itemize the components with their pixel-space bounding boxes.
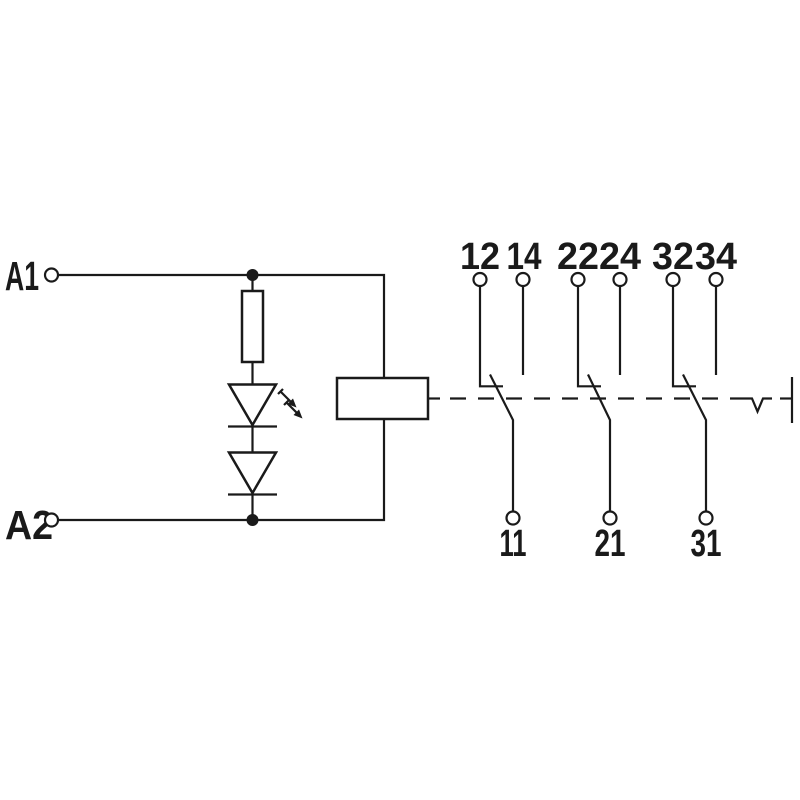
common-terminal-circle [602,510,618,526]
nc-contact-seat [671,286,696,388]
no-terminal-label: 24 [599,236,641,278]
nc-terminal-circle [665,271,681,288]
led-triangle [226,383,279,428]
relay-coil [335,376,440,421]
linkage-notch-icon [746,397,772,415]
no-terminal-circle [612,271,628,288]
contact-lever [587,374,612,511]
terminal-label-a1: A1 [5,253,39,299]
terminal-a2-circle [43,512,60,528]
common-terminal-circle [505,510,521,526]
no-terminal-circle [515,271,531,288]
nc-terminal-label: 22 [557,236,599,278]
resistor [240,289,265,364]
nc-contact-seat [478,286,503,388]
terminal-label-a2: A2 [5,502,53,548]
nc-terminal-circle [570,271,586,288]
relay-coil-box [335,376,430,421]
led [226,383,303,428]
junction-dot [246,514,259,526]
mechanical-linkage [450,377,794,423]
led-emission-arrows-icon [277,388,303,419]
junction-dot [246,269,259,281]
contact-pole-2: 22 24 21 [557,236,641,565]
nc-terminal-circle [472,271,488,288]
nc-terminal-label: 32 [652,236,694,278]
nc-terminal-label: 12 [460,236,500,278]
coil-circuit: A1 A2 [5,253,440,548]
contact-pole-1: 12 14 11 [460,236,542,565]
nc-contact-seat [576,286,601,388]
diode [226,451,279,496]
common-terminal-circle [698,510,714,526]
no-terminal-label: 14 [507,236,542,278]
contact-pole-3: 32 34 31 [652,236,737,565]
terminal-a1-circle [43,267,60,283]
contact-lever [682,374,708,511]
no-terminal-label: 34 [695,236,737,278]
common-terminal-label: 31 [691,523,722,565]
common-terminal-label: 21 [595,523,626,565]
common-terminal-label: 11 [500,523,527,565]
coil-supply-wires [58,273,386,522]
diode-triangle [226,451,279,496]
contact-lever [489,374,515,511]
no-terminal-circle [708,271,724,288]
